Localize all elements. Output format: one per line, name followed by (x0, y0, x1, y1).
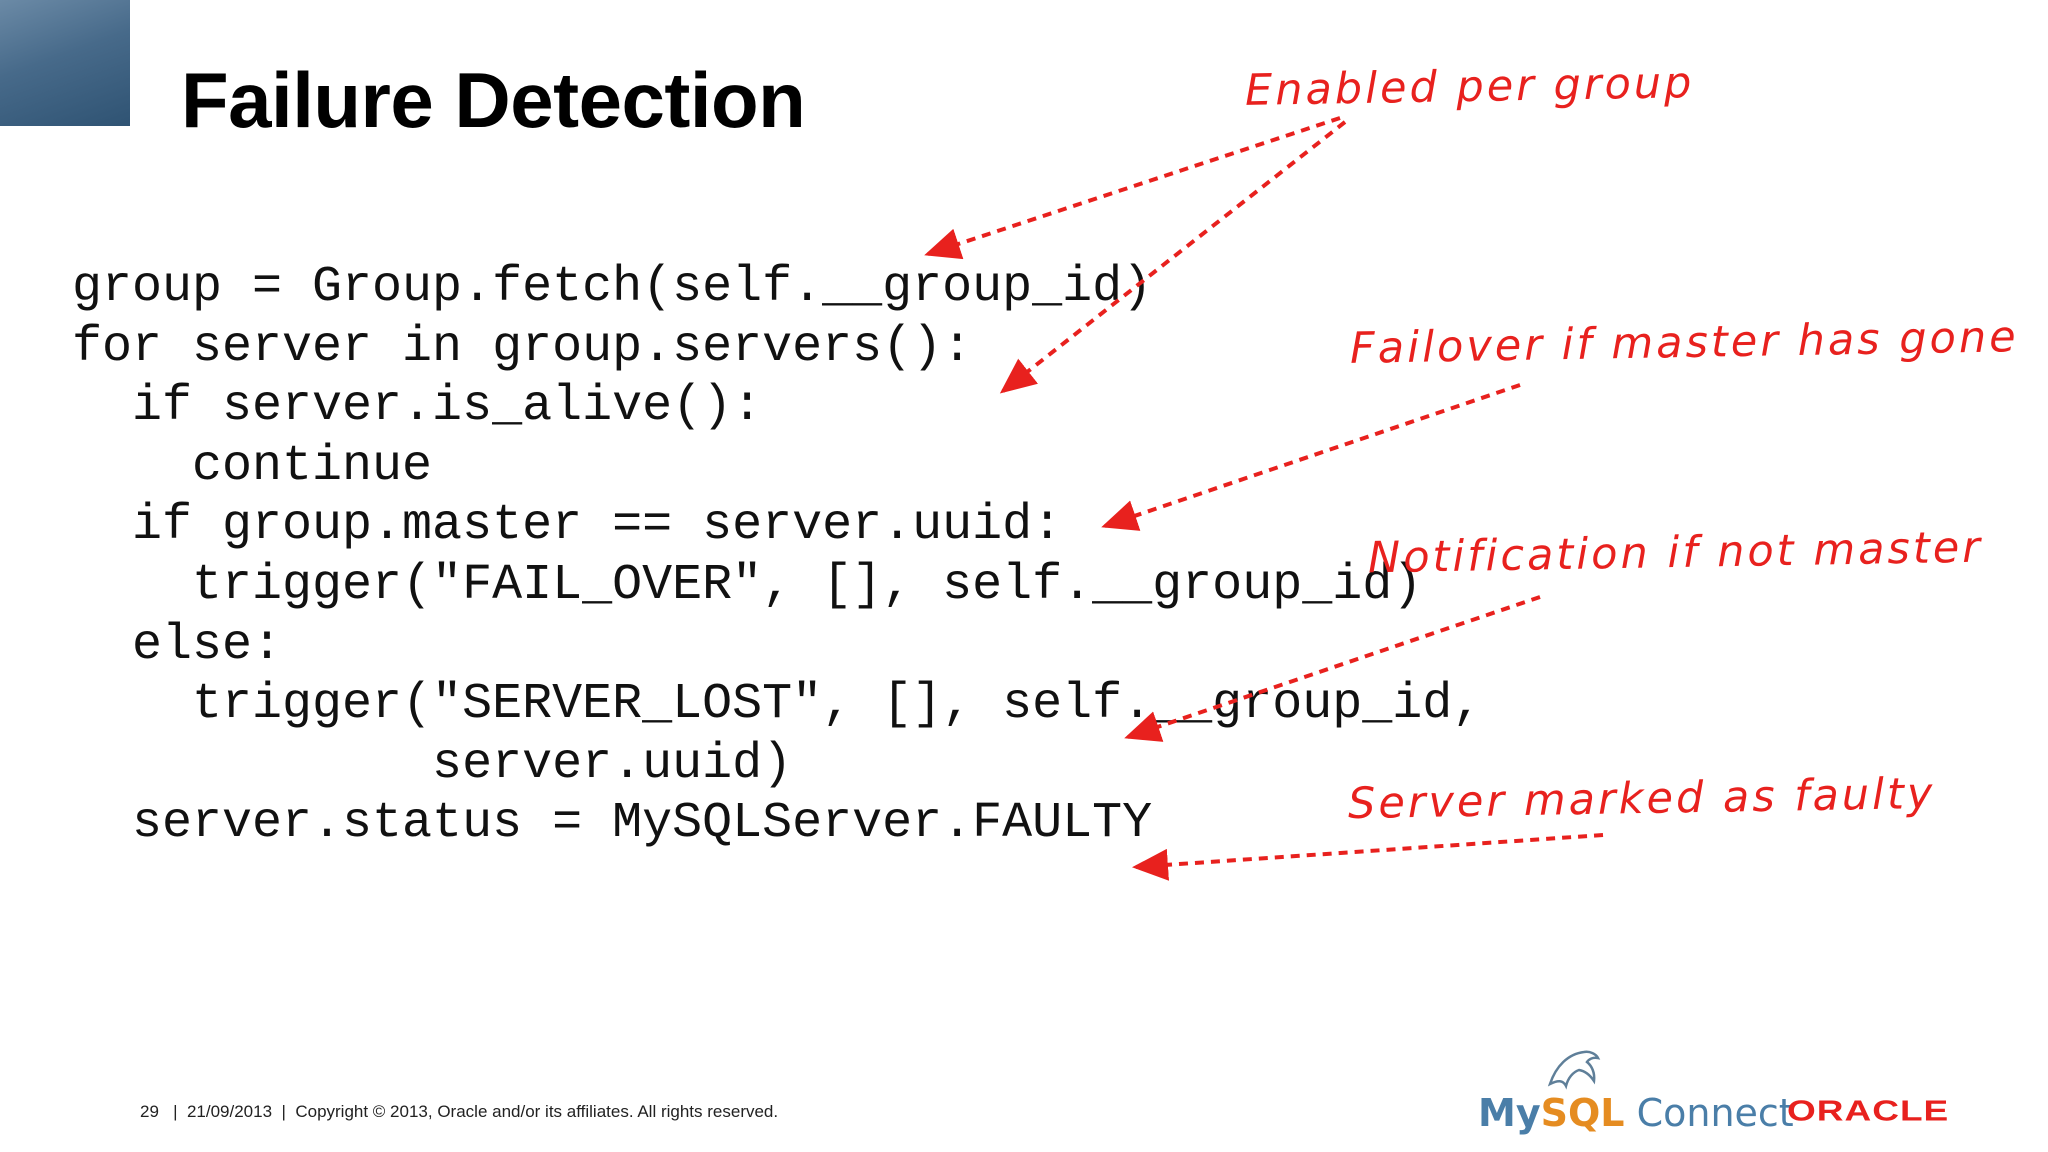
code-line: server.uuid) (72, 735, 793, 793)
corner-accent-block (0, 0, 130, 126)
code-block: group = Group.fetch(self.__group_id) for… (72, 258, 1482, 854)
code-line: else: (72, 616, 283, 674)
code-line: continue (72, 437, 433, 495)
code-line: for server in group.servers(): (72, 318, 973, 376)
oracle-logo: ORACLE (1787, 1095, 1950, 1127)
annotation-marked-faulty: Server marked as faulty (1347, 768, 1936, 830)
code-line: group = Group.fetch(self.__group_id) (72, 259, 1153, 316)
code-line: if server.is_alive(): (72, 378, 763, 436)
annotation-notification: Notification if not master (1367, 522, 1984, 584)
arrow-to-group-id (924, 116, 1341, 260)
mysql-logo-sql: SQL (1540, 1091, 1625, 1135)
annotation-failover: Failover if master has gone (1349, 312, 2019, 374)
dolphin-icon (1547, 1050, 1601, 1090)
code-line: if group.master == server.uuid: (72, 497, 1063, 555)
code-line: server.status = MySQLServer.FAULTY (72, 795, 1153, 853)
mysql-logo-my: My (1478, 1091, 1541, 1135)
mysql-connect-logo: MySQL Connect (1478, 1050, 1794, 1136)
annotation-enabled-per-group: Enabled per group (1244, 58, 1695, 116)
code-line: trigger("SERVER_LOST", [], self.__group_… (72, 676, 1483, 734)
footer-text: 29 | 21/09/2013 | Copyright © 2013, Orac… (140, 1102, 779, 1121)
mysql-logo-connect: Connect (1636, 1091, 1794, 1135)
slide-title: Failure Detection (181, 56, 806, 144)
code-line: trigger("FAIL_OVER", [], self.__group_id… (72, 556, 1423, 614)
